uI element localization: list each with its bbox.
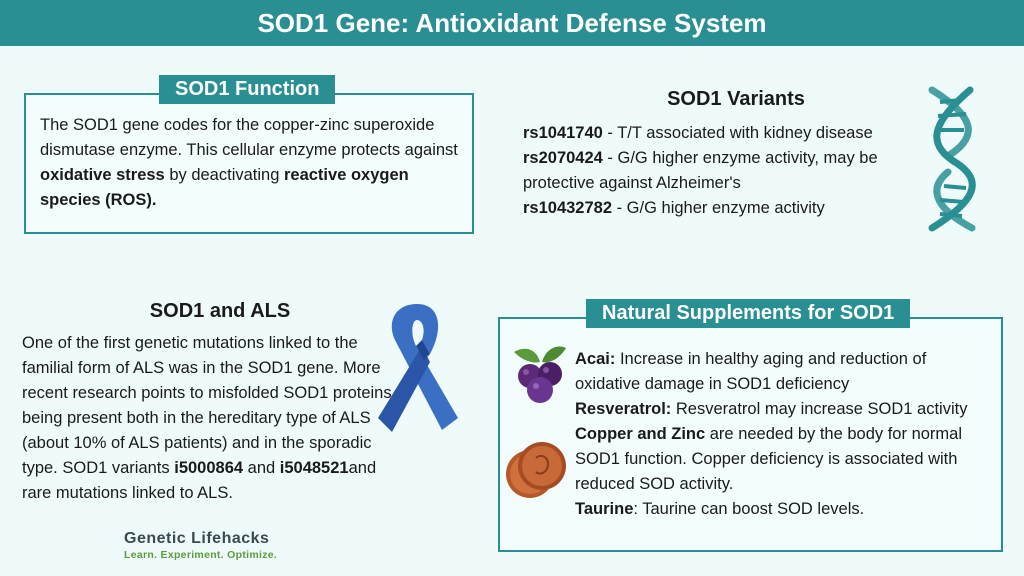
als-text-part1: One of the first genetic mutations linke… bbox=[22, 334, 392, 477]
variant-item: rs2070424 - G/G higher enzyme activity, … bbox=[523, 146, 933, 196]
supplements-list: Acai: Increase in healthy aging and redu… bbox=[575, 347, 995, 522]
variants-list: rs1041740 - T/T associated with kidney d… bbox=[523, 121, 933, 221]
als-bold-i5000864: i5000864 bbox=[174, 459, 244, 477]
function-text-part2: by deactivating bbox=[164, 166, 284, 184]
function-box: The SOD1 gene codes for the copper-zinc … bbox=[24, 93, 474, 234]
als-heading: SOD1 and ALS bbox=[149, 300, 291, 322]
function-tag: SOD1 Function bbox=[159, 75, 336, 104]
als-text-part3: and rare mutations linked to ALS. bbox=[22, 459, 377, 502]
als-bold-i5048521: i5048521 bbox=[279, 459, 349, 477]
acai-berries-icon bbox=[514, 346, 566, 403]
supplement-desc: are needed by the body for normal SOD1 f… bbox=[575, 425, 963, 493]
variant-desc: - T/T associated with kidney disease bbox=[602, 124, 873, 142]
variant-rsid: rs1041740 bbox=[523, 124, 603, 142]
supplement-item: Acai: Increase in healthy aging and redu… bbox=[575, 347, 995, 397]
als-text: One of the first genetic mutations linke… bbox=[22, 331, 394, 506]
supplement-desc: : Taurine can boost SOD levels. bbox=[633, 500, 865, 518]
variant-desc: - G/G higher enzyme activity, may be pro… bbox=[523, 149, 878, 192]
logo-tagline: Learn. Experiment. Optimize. bbox=[124, 549, 278, 561]
supplement-name: Acai: bbox=[575, 350, 616, 368]
supplement-desc: Resveratrol may increase SOD1 activity bbox=[671, 400, 968, 418]
variant-item: rs10432782 - G/G higher enzyme activity bbox=[523, 196, 933, 221]
function-text: The SOD1 gene codes for the copper-zinc … bbox=[40, 113, 464, 213]
awareness-ribbon-icon bbox=[378, 304, 458, 432]
brand-logo: Genetic Lifehacks Learn. Experiment. Opt… bbox=[124, 530, 277, 561]
als-text-part2: and bbox=[243, 459, 280, 477]
variant-rsid: rs2070424 bbox=[523, 149, 603, 167]
function-bold-oxidative-stress: oxidative stress bbox=[40, 166, 165, 184]
supplement-desc: Increase in healthy aging and reduction … bbox=[575, 350, 927, 393]
logo-name: Genetic Lifehacks bbox=[124, 530, 270, 547]
variants-heading: SOD1 Variants bbox=[667, 88, 805, 110]
supplement-name: Copper and Zinc bbox=[575, 425, 706, 443]
page-title: SOD1 Gene: Antioxidant Defense System bbox=[0, 0, 1024, 46]
supplement-item: Copper and Zinc are needed by the body f… bbox=[575, 422, 995, 497]
function-text-part1: The SOD1 gene codes for the copper-zinc … bbox=[40, 116, 458, 159]
copper-coins-icon bbox=[506, 442, 566, 498]
variant-desc: - G/G higher enzyme activity bbox=[612, 199, 825, 217]
supplements-tag: Natural Supplements for SOD1 bbox=[586, 299, 911, 328]
supplement-item: Resveratrol: Resveratrol may increase SO… bbox=[575, 397, 995, 422]
variant-item: rs1041740 - T/T associated with kidney d… bbox=[523, 121, 933, 146]
supplement-name: Resveratrol: bbox=[575, 400, 672, 418]
function-bold-ros: reactive oxygen species (ROS). bbox=[40, 166, 409, 209]
supplement-name: Taurine bbox=[575, 500, 634, 518]
variant-rsid: rs10432782 bbox=[523, 199, 613, 217]
dna-helix-icon bbox=[928, 86, 976, 232]
supplements-box: Acai: Increase in healthy aging and redu… bbox=[498, 317, 1003, 552]
supplement-item: Taurine: Taurine can boost SOD levels. bbox=[575, 497, 995, 522]
